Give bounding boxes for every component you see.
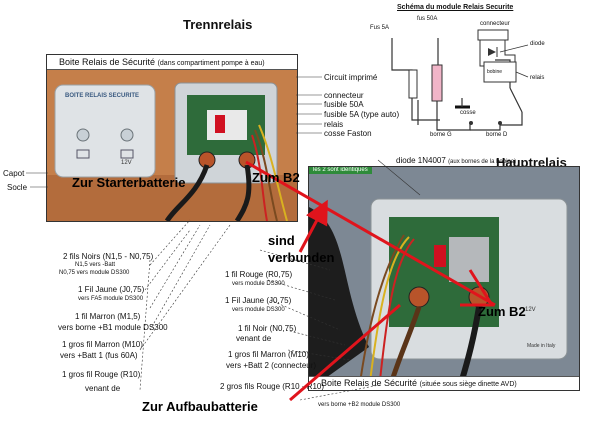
photo2-box-12v: 12V [525,307,536,313]
arrow-sind-verbunden [298,199,328,253]
arrow-zum-b2-right [460,269,495,307]
label-connecteur: connecteur [324,91,364,100]
schema-borne-d: borne D [486,132,508,138]
label-diode-sub: (aux bornes de la bobine) [448,159,517,165]
wire-left-1c: N0,75 vers module DS300 [59,270,130,276]
wire-left-5b: venant de [85,384,121,393]
wire-right-6a: 2 gros fils Rouge (R10 - R10) [220,382,325,391]
wire-right-6b: vers borne +B2 module DS300 [318,402,401,408]
wire-right-5a: 1 gros fil Marron (M10) [228,350,309,359]
wire-right-1b: vers module DS300 [232,281,285,287]
wire-left-5a: 1 gros fil Rouge (R10) [62,370,141,379]
photo2-box-small: Made in Italy [527,343,556,349]
annotation-zum-b2-right: Zum B2 [478,304,526,319]
photo1-header-title: Boite Relais de Sécurité [59,57,156,67]
title-trennrelais: Trennrelais [183,17,253,32]
schema-fus5a: Fus 5A [370,25,390,31]
annotation-aufbau: Zur Aufbaubatterie [142,399,258,414]
wire-left-3a: 1 fil Marron (M1,5) [75,312,141,321]
label-cosse-faston: cosse Faston [324,129,372,138]
label-diode: diode 1N4007 (aux bornes de la bobine) [396,156,516,166]
label-diode-text: diode 1N4007 [396,156,446,165]
wire-left-3b: vers borne +B1 module DS300 [58,323,168,332]
photo1-header-sub: (dans compartiment pompe à eau) [157,60,265,67]
wire-right-4b: venant de [236,334,272,343]
photo-trennrelais: Boite Relais de Sécurité (dans compartim… [46,54,298,222]
arrow-aufbau [289,303,401,402]
photo2-identical-tag: les 2 sont identiques [309,167,372,174]
label-socle: Socle [7,183,28,192]
schema-connecteur: connecteur [480,21,510,27]
schema-relais: relais [530,75,545,81]
wire-left-2b: vers FA5 module DS300 [78,296,144,302]
wire-left-4b: vers +Batt 1 (fus 60A) [60,351,138,360]
photo1-box-label: BOITE RELAIS SECURITE [65,93,140,99]
arrow-b2-link [245,160,496,307]
photo1-drawing [47,70,297,221]
schema-fus50a: fus 50A [417,16,438,22]
photo-hauptrelais: 12V Made in Italy les 2 sont identiques … [308,166,580,391]
photo1-box-12v: 12V [121,160,132,166]
wire-right-4a: 1 fil Noir (N0,75) [238,324,297,333]
wire-right-1a: 1 fil Rouge (R0,75) [225,270,293,279]
wire-left-1a: 2 fils Noirs (N1,5 - N0,75) [63,252,154,261]
wire-right-2b: vers module DS300 [232,307,285,313]
schema-title: Schéma du module Relais Securite [397,4,514,11]
annotation-starter: Zur Starterbatterie [72,175,186,190]
photo1-header: Boite Relais de Sécurité (dans compartim… [47,55,297,70]
label-fusible-5a: fusible 5A (type auto) [324,110,400,119]
wire-left-4a: 1 gros fil Marron (M10) [62,340,143,349]
photo2-footer-sub: (située sous siège dinette AVD) [419,381,517,388]
wire-left-1b: N1,5 vers -Batt [75,262,116,268]
photo2-footer: Boite Relais de Sécurité (située sous si… [309,376,579,390]
label-capot: Capot [3,169,25,178]
schema-cosse: cosse [460,110,476,116]
wire-right-2a: 1 Fil Jaune (J0,75) [225,296,292,305]
label-circuit-imprime: Circuit imprimé [324,73,378,82]
schema-diode: diode [530,41,545,47]
schema-bobine: bobine [487,69,503,75]
schema-borne-g: borne G [430,132,452,138]
annotation-verbunden: verbunden [268,250,335,265]
annotation-sind: sind [268,233,295,248]
label-relais: relais [324,120,344,129]
wire-left-2a: 1 Fil Jaune (J0,75) [78,285,145,294]
photo2-footer-title: Boite Relais de Sécurité [321,378,418,388]
photo2-drawing [309,167,579,390]
label-fusible-50a: fusible 50A [324,100,364,109]
annotation-zum-b2-top: Zum B2 [252,170,300,185]
wire-right-5b: vers +Batt 2 (connecteur) [226,361,317,370]
